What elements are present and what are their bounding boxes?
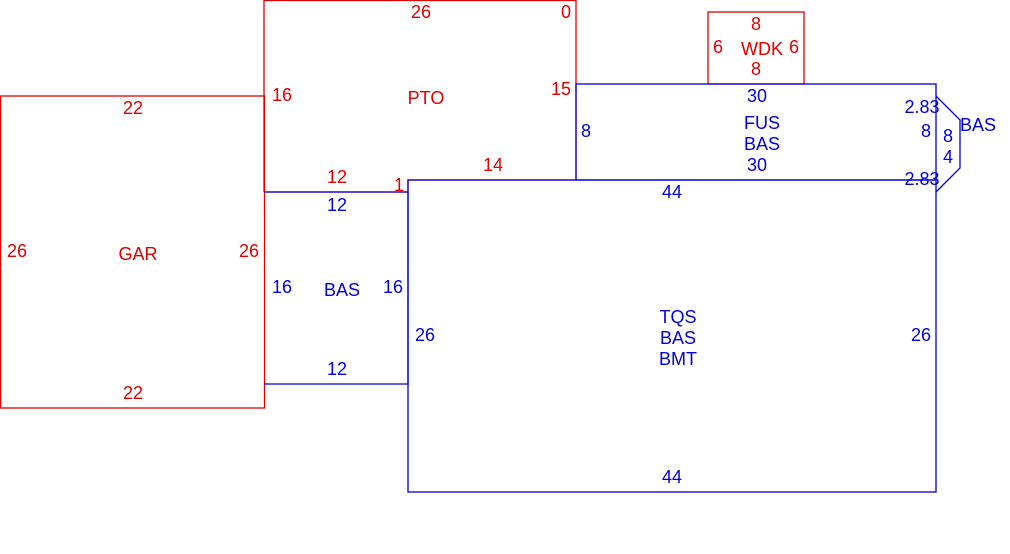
fus-dim-right: 8 <box>921 121 931 141</box>
gar-outline <box>0 95 266 409</box>
fus-dim-bottom: 30 <box>747 155 767 175</box>
tqs-label-bas: BAS <box>660 328 696 348</box>
bas-dim-bottom: 12 <box>327 359 347 379</box>
fus-label-bas: BAS <box>744 134 780 154</box>
pto-labels: PTO 26 0 16 15 12 1 14 <box>272 2 571 195</box>
bay-dim-side-b: 4 <box>943 147 953 167</box>
bay-labels: BAS 2.83 2.83 8 4 <box>904 97 996 189</box>
pto-label: PTO <box>408 88 445 108</box>
bay-label: BAS <box>960 115 996 135</box>
pto-dim-corner: 0 <box>561 2 571 22</box>
bas-dim-left: 16 <box>272 277 292 297</box>
pto-dim-top: 26 <box>411 2 431 22</box>
wdk-dim-bottom: 8 <box>751 59 761 79</box>
bay-dim-side-a: 8 <box>943 126 953 146</box>
pto-dim-step: 1 <box>394 175 404 195</box>
gar-dim-top: 22 <box>123 98 143 118</box>
gar-dim-bottom: 22 <box>123 383 143 403</box>
fus-label: FUS <box>744 113 780 133</box>
tqs-labels: TQS BAS BMT 44 44 26 26 <box>415 182 931 487</box>
bas-dim-right: 16 <box>383 277 403 297</box>
fus-dim-top: 30 <box>747 86 767 106</box>
gar-dim-left: 26 <box>7 241 27 261</box>
gar-label: GAR <box>118 244 157 264</box>
bas-labels: BAS 12 12 16 16 <box>272 195 403 379</box>
tqs-dim-top: 44 <box>662 182 682 202</box>
bay-dim-diag-top: 2.83 <box>904 97 939 117</box>
tqs-label: TQS <box>659 307 696 327</box>
wdk-dim-right: 6 <box>789 37 799 57</box>
bay-dim-diag-bottom: 2.83 <box>904 169 939 189</box>
fus-dim-left: 8 <box>581 121 591 141</box>
wdk-dim-left: 6 <box>713 37 723 57</box>
wdk-label: WDK <box>741 39 783 59</box>
tqs-dim-left: 26 <box>415 325 435 345</box>
pto-dim-right: 15 <box>551 79 571 99</box>
bas-dim-top: 12 <box>327 195 347 215</box>
bas-label: BAS <box>324 280 360 300</box>
tqs-dim-bottom: 44 <box>662 467 682 487</box>
bay-outline <box>935 95 961 193</box>
wdk-labels: WDK 8 8 6 6 <box>713 14 799 79</box>
tqs-outline <box>407 179 937 493</box>
fus-labels: FUS BAS 30 30 8 8 <box>581 86 931 175</box>
pto-dim-bottom2: 14 <box>483 155 503 175</box>
pto-dim-bottom: 12 <box>327 167 347 187</box>
wdk-dim-top: 8 <box>751 14 761 34</box>
gar-labels: GAR 22 22 26 26 <box>7 98 259 403</box>
gar-dim-right: 26 <box>239 241 259 261</box>
tqs-label-bmt: BMT <box>659 349 697 369</box>
pto-dim-left: 16 <box>272 85 292 105</box>
tqs-dim-right: 26 <box>911 325 931 345</box>
